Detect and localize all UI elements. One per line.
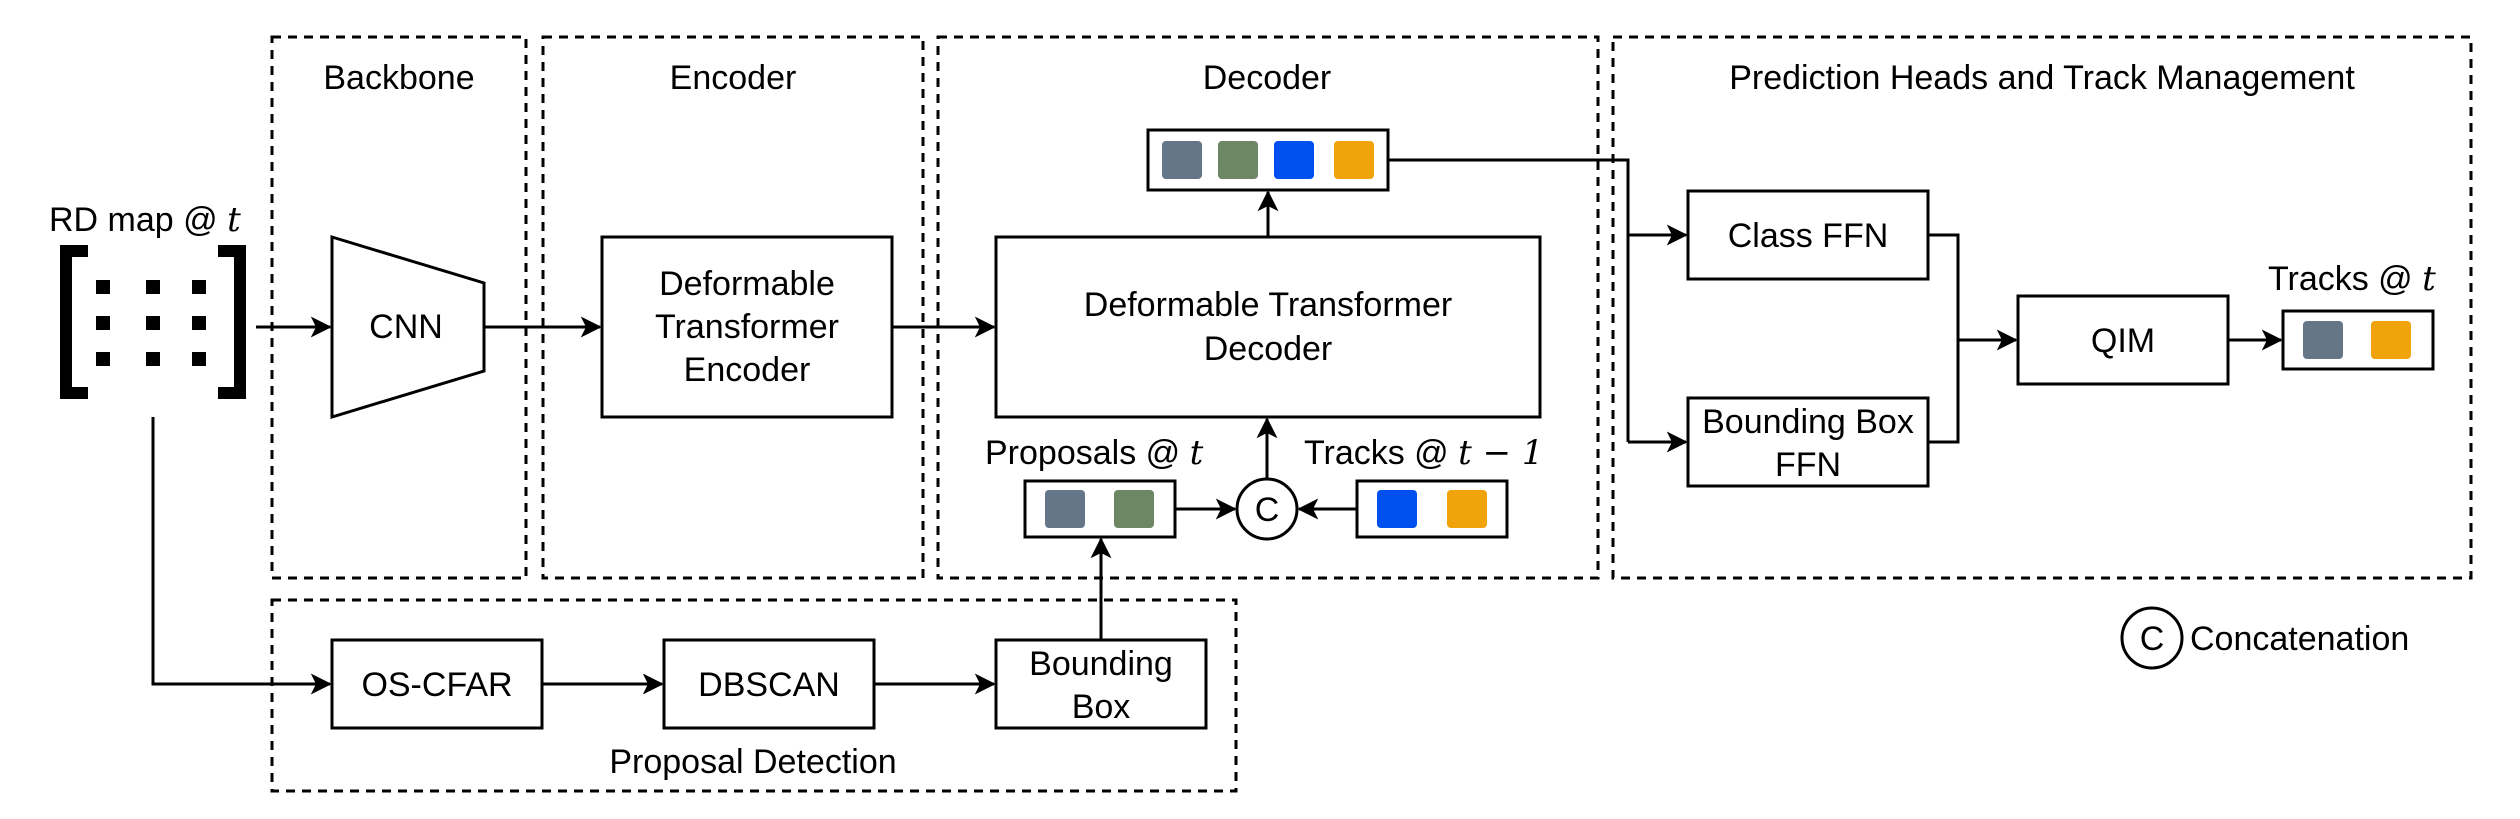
- query-token-orange: [1334, 141, 1374, 179]
- bounding-box-label-line1: Bounding: [1029, 645, 1173, 683]
- prediction-heads-title: Prediction Heads and Track Management: [1729, 59, 2355, 97]
- legend-concatenation-symbol: [2120, 606, 2184, 670]
- track-token-orange: [1447, 490, 1487, 528]
- qim-label: QIM: [2091, 322, 2155, 360]
- proposal-token-slate: [1045, 490, 1085, 528]
- encoder-block: [600, 235, 894, 419]
- class-ffn-label: Class FFN: [1728, 217, 1889, 255]
- proposal-detection-group: [270, 598, 1238, 793]
- legend-symbol-letter: C: [2140, 620, 2165, 658]
- decoder-title: Decoder: [1203, 59, 1332, 97]
- connectors: [151, 158, 2283, 695]
- line-class-ffn-to-qim: [1928, 233, 1960, 340]
- line-bbox-ffn-to-qim: [1928, 340, 1960, 444]
- track-token-blue: [1377, 490, 1417, 528]
- decoder-label-line1: Deformable Transformer: [1084, 286, 1452, 324]
- dbscan-label: DBSCAN: [698, 666, 840, 704]
- output-token-orange: [2371, 321, 2411, 359]
- proposal-detection-title: Proposal Detection: [609, 743, 896, 781]
- encoder-title: Encoder: [670, 59, 797, 97]
- line-queries-to-heads: [1388, 158, 1630, 442]
- arrow-rdmap-to-oscfar: [151, 417, 332, 695]
- cnn-label: CNN: [369, 308, 443, 346]
- decoder-group: [936, 35, 1600, 580]
- encoder-label-line1: Deformable: [659, 265, 835, 303]
- decoder-label-line2: Decoder: [1204, 330, 1333, 368]
- tracks-out-label: Tracks @ t: [2268, 259, 2436, 299]
- proposals-label: Proposals @ t: [985, 433, 1204, 473]
- output-token-slate: [2303, 321, 2343, 359]
- backbone-title: Backbone: [323, 59, 474, 97]
- query-token-green: [1218, 141, 1258, 179]
- encoder-label-line3: Encoder: [684, 351, 811, 389]
- bounding-box-label-line2: Box: [1072, 688, 1131, 726]
- prediction-heads-group: [1611, 35, 2473, 580]
- rd-map-matrix-icon: [60, 245, 246, 399]
- legend-concatenation-text: Concatenation: [2190, 620, 2409, 658]
- bounding-box-block: [994, 638, 1208, 730]
- bounding-box-ffn-label-line2: FFN: [1775, 446, 1841, 484]
- os-cfar-label: OS-CFAR: [361, 666, 512, 704]
- cnn-block: [330, 234, 486, 420]
- backbone-group: [270, 35, 528, 580]
- tracks-prev-label: Tracks @ t − 1: [1304, 433, 1544, 473]
- query-token-blue: [1274, 141, 1314, 179]
- rd-map-label: RD map @ t: [49, 200, 241, 240]
- bounding-box-ffn-label-line1: Bounding Box: [1702, 403, 1914, 441]
- encoder-group: [541, 35, 925, 580]
- encoder-label-line2: Transformer: [655, 308, 839, 346]
- dbscan-block: [662, 638, 876, 730]
- proposal-token-green: [1114, 490, 1154, 528]
- decoder-block: [994, 235, 1542, 419]
- concatenation-symbol: C: [1255, 491, 1280, 529]
- bounding-box-ffn-block: [1686, 396, 1930, 488]
- query-token-slate: [1162, 141, 1202, 179]
